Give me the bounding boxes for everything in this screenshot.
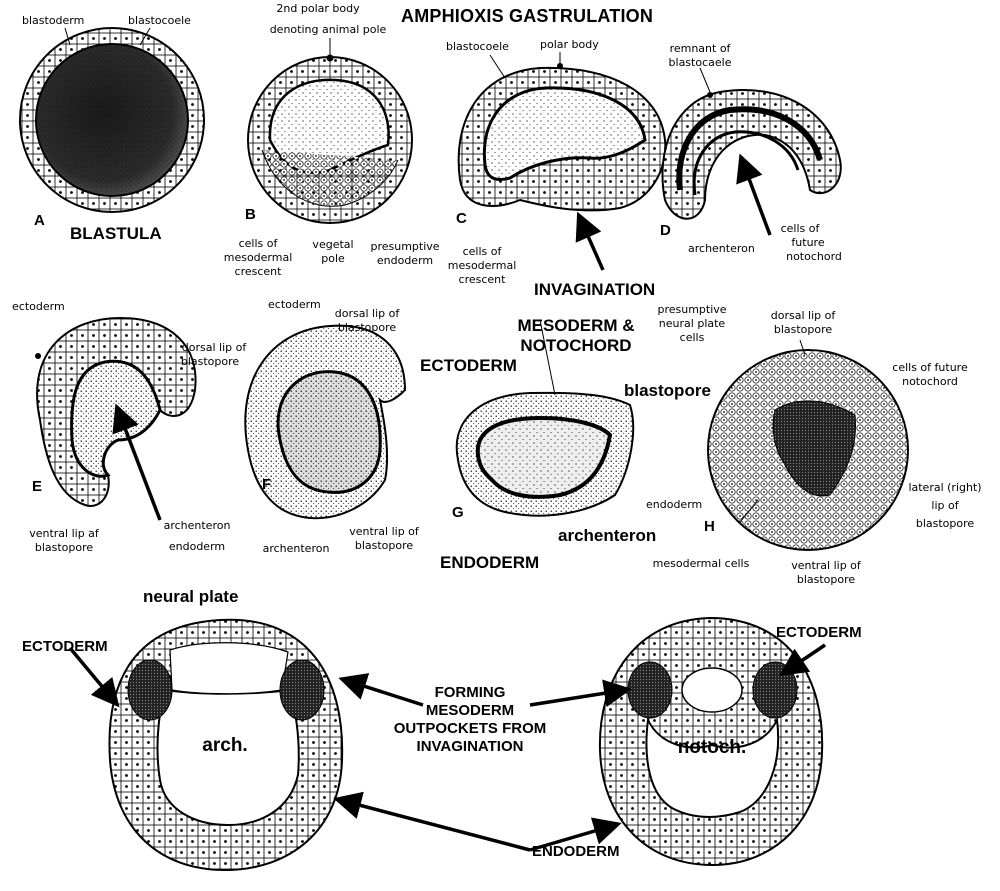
- label-blastocoele-c: blastocoele: [446, 40, 509, 53]
- label-forming-1: FORMING: [434, 684, 506, 701]
- label-endoderm-g: ENDODERM: [440, 553, 540, 572]
- label-h-lateral-2: lip of: [931, 499, 959, 512]
- panel-c: [457, 63, 667, 212]
- label-forming-3: OUTPOCKETS FROM: [393, 720, 547, 737]
- label-blastoderm: blastoderm: [22, 14, 85, 27]
- label-c-mesodermal-3: crescent: [458, 273, 506, 286]
- label-h-neural-2: neural plate: [658, 317, 726, 330]
- leader-lines: [64, 27, 806, 523]
- label-b-mesodermal-1: cells of: [238, 237, 278, 250]
- label-h-future-1: cells of future: [892, 361, 968, 374]
- label-ectoderm-f: ectoderm: [268, 298, 321, 311]
- label-arch: arch.: [202, 735, 248, 756]
- panel-h: [707, 349, 909, 551]
- label-archenteron-g: archenteron: [558, 526, 657, 545]
- panel-letter-a: A: [34, 212, 45, 229]
- panel-d: [661, 88, 842, 220]
- panel-letter-e: E: [32, 478, 43, 495]
- label-h-lateral-1: lateral (right): [908, 481, 982, 494]
- label-h-dorsal-1: dorsal lip of: [770, 309, 836, 322]
- label-d-notochord-1: cells of: [780, 222, 820, 235]
- label-endoderm-e: endoderm: [168, 540, 226, 553]
- panel-letter-c: C: [456, 210, 467, 227]
- panel-g: [455, 391, 635, 517]
- label-archenteron-f: archenteron: [262, 542, 330, 555]
- label-e-dorsal-1: dorsal lip of: [181, 341, 247, 354]
- label-notoch: notoch.: [677, 737, 747, 758]
- label-archenteron-e: archenteron: [163, 519, 231, 532]
- panel-b: [247, 54, 413, 224]
- panel-e: [35, 316, 197, 507]
- label-h-lateral-3: blastopore: [915, 517, 975, 530]
- label-presumptive-endoderm-1: presumptive: [370, 240, 440, 253]
- label-ectoderm-bottom-left: ECTODERM: [22, 638, 108, 655]
- label-e-dorsal-2: blastopore: [180, 355, 240, 368]
- caption-blastula: BLASTULA: [70, 224, 162, 243]
- label-blastopore-g: blastopore: [624, 381, 711, 400]
- panel-letter-g: G: [452, 504, 464, 521]
- label-f-dorsal-2: blastopore: [337, 321, 397, 334]
- panel-letter-d: D: [660, 222, 671, 239]
- label-vegetal-2: pole: [321, 252, 345, 265]
- label-remnant-2: blastocaele: [668, 56, 732, 69]
- panel-a-blastula: [19, 27, 205, 213]
- panel-letter-f: F: [262, 476, 272, 493]
- label-notochord: NOTOCHORD: [520, 336, 632, 355]
- label-f-dorsal-1: dorsal lip of: [334, 307, 400, 320]
- label-c-mesodermal-2: mesodermal: [447, 259, 517, 272]
- label-polar-body-c: polar body: [540, 38, 599, 51]
- caption-invagination: INVAGINATION: [534, 280, 656, 299]
- label-polar-body-1: 2nd polar body: [276, 2, 360, 15]
- label-ectoderm-bottom-right: ECTODERM: [776, 624, 862, 641]
- label-endoderm-h: endoderm: [646, 498, 703, 511]
- label-b-mesodermal-2: mesodermal: [223, 251, 293, 264]
- label-h-ventral-1: ventral lip of: [791, 559, 861, 572]
- panel-letter-b: B: [245, 206, 256, 223]
- panel-letter-h: H: [704, 518, 715, 535]
- figure-title: AMPHIOXIS GASTRULATION: [401, 6, 654, 26]
- label-f-ventral-2: blastopore: [354, 539, 414, 552]
- label-f-ventral-1: ventral lip of: [349, 525, 419, 538]
- label-h-future-2: notochord: [902, 375, 958, 388]
- label-c-mesodermal-1: cells of: [462, 245, 502, 258]
- label-h-neural-1: presumptive: [657, 303, 727, 316]
- label-h-neural-3: cells: [679, 331, 705, 344]
- cross-section-left: [108, 618, 344, 872]
- label-ectoderm-e: ectoderm: [12, 300, 65, 313]
- label-b-mesodermal-3: crescent: [234, 265, 282, 278]
- label-e-ventral-1: ventral lip af: [29, 527, 99, 540]
- panel-f: [244, 324, 407, 520]
- cross-section-right: [598, 616, 824, 867]
- arrows: [68, 153, 826, 852]
- label-h-ventral-2: blastopore: [796, 573, 856, 586]
- label-e-ventral-2: blastopore: [34, 541, 94, 554]
- label-neural-plate: neural plate: [143, 587, 239, 606]
- label-h-dorsal-2: blastopore: [773, 323, 833, 336]
- label-blastocoele-a: blastocoele: [128, 14, 191, 27]
- label-presumptive-endoderm-2: endoderm: [376, 254, 434, 267]
- label-archenteron-d: archenteron: [688, 242, 755, 255]
- label-mesoderm: MESODERM &: [517, 316, 635, 335]
- label-mesodermal-cells: mesodermal cells: [652, 557, 750, 570]
- label-endoderm-bottom: ENDODERM: [532, 843, 620, 860]
- label-forming-4: INVAGINATION: [416, 738, 524, 755]
- label-ectoderm-g: ECTODERM: [420, 356, 517, 375]
- label-forming-2: MESODERM: [425, 702, 515, 719]
- label-remnant-1: remnant of: [669, 42, 731, 55]
- label-d-notochord-3: notochord: [786, 250, 842, 263]
- label-d-notochord-2: future: [791, 236, 825, 249]
- label-vegetal-1: vegetal: [312, 238, 354, 251]
- label-polar-body-2: denoting animal pole: [269, 23, 387, 36]
